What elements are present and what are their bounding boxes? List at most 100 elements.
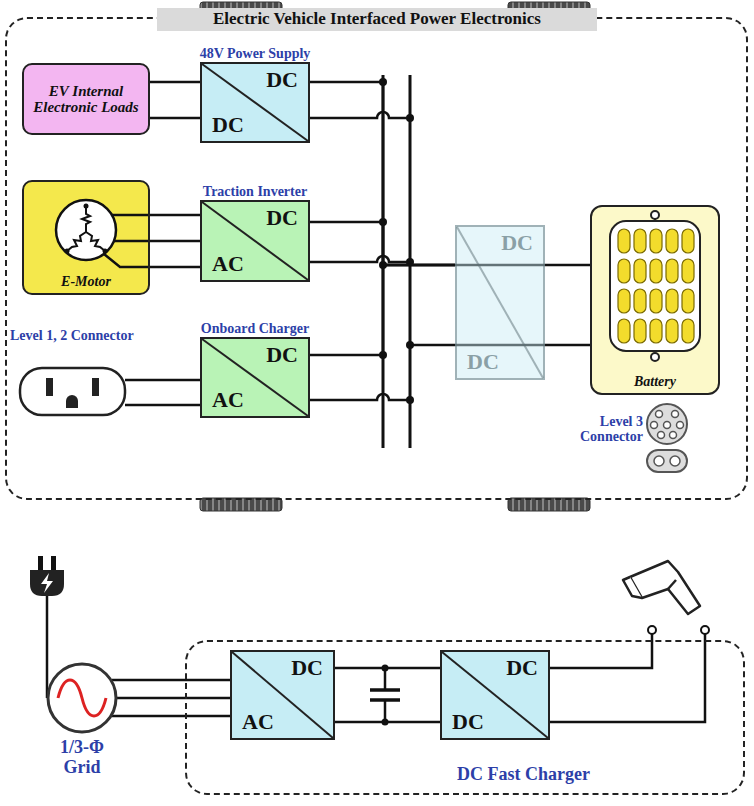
outlet-symbol [46, 378, 53, 396]
motor-box: E-Motor [22, 180, 150, 295]
block-label: Level 3 Connector [575, 414, 643, 445]
motor-symbol [86, 232, 105, 251]
plug-icon [51, 556, 56, 570]
block-label: Level 1, 2 Connector [10, 328, 134, 343]
power-wire [545, 264, 590, 267]
power-wire [310, 222, 455, 265]
converter-diagonal [442, 652, 548, 738]
battery-cells [634, 259, 646, 283]
junction-dot [406, 396, 414, 404]
battery-cells [666, 229, 678, 253]
block-label: DC Fast Charger [457, 765, 590, 785]
battery-cells [618, 289, 630, 313]
battery-cells [682, 229, 694, 253]
converter-box: DCDC [455, 225, 545, 380]
battery-cells [650, 259, 662, 283]
power-wire [178, 379, 200, 382]
battery-cells [682, 319, 694, 343]
converter-diagonal [202, 202, 308, 280]
connector-symbol [656, 411, 663, 418]
output-terminal [648, 626, 656, 634]
block-label: AC [212, 388, 244, 412]
motor-symbol [82, 206, 90, 232]
converter-box: DCAC [230, 650, 335, 740]
block-label: AC [212, 252, 244, 276]
connector-layer [117, 82, 590, 698]
wire [150, 266, 200, 269]
outlet-symbol [20, 368, 125, 415]
wire [310, 394, 410, 400]
block-label: DC [266, 206, 298, 230]
converter-box: 48V Power SupplyDCDC [200, 62, 310, 143]
battery-cells [650, 289, 662, 313]
motor-symbol [103, 249, 108, 254]
battery-cells [610, 221, 700, 351]
block-label: Battery [592, 374, 718, 389]
converter-diagonal [202, 339, 308, 416]
connector-symbol [664, 422, 671, 429]
connector-symbol [672, 411, 679, 418]
plug-icon [41, 573, 53, 593]
converter-box: Traction InverterDCAC [200, 200, 310, 282]
connector-symbol [670, 456, 680, 466]
connector-symbol [658, 432, 665, 439]
block-label: DC [266, 343, 298, 367]
output-terminal [701, 626, 709, 634]
outlet-symbol [92, 378, 99, 396]
block-heading: 48V Power Supply [200, 46, 311, 61]
wire [112, 715, 230, 718]
charging-gun-icon [630, 561, 700, 614]
battery-cells [618, 319, 630, 343]
battery-cells [618, 259, 630, 283]
connector-symbol [670, 432, 677, 439]
block-label: DC [212, 113, 244, 137]
wire [550, 634, 705, 722]
battery-cells [651, 353, 659, 361]
block-label: DC [266, 68, 298, 92]
battery-cells [682, 289, 694, 313]
charger-boundary: DC Fast Charger DCAC DC DC [185, 640, 745, 795]
converter-diagonal [457, 227, 543, 378]
plug-icon [30, 556, 64, 596]
battery-cells [634, 289, 646, 313]
block-heading: Traction Inverter [203, 184, 307, 199]
ac-source-symbol [58, 680, 106, 716]
plug-icon [38, 556, 43, 570]
battery-cells [618, 229, 630, 253]
wire [150, 117, 200, 120]
wire [125, 404, 200, 407]
battery-cells [666, 259, 678, 283]
connector-symbol [654, 456, 664, 466]
wire [125, 379, 178, 382]
load-box: EV Internal Electronic Loads [22, 63, 150, 135]
connector-symbol [677, 422, 684, 429]
charging-gun-icon [668, 580, 676, 589]
battery-cells [650, 319, 662, 343]
battery-cells [634, 229, 646, 253]
battery-pack: Battery [590, 205, 720, 395]
power-wire [310, 82, 455, 265]
junction-dot [406, 114, 414, 122]
tire [200, 2, 590, 511]
motor-symbol [65, 249, 70, 254]
wire [46, 592, 49, 698]
block-label: DC [506, 656, 538, 680]
output-terminal [648, 626, 709, 634]
wire [310, 112, 410, 118]
battery-cells [651, 211, 659, 219]
capacitor-symbol [384, 700, 387, 722]
block-label: EV Internal Electronic Loads [30, 83, 142, 116]
block-label: DC [452, 710, 484, 734]
block-label: DC [501, 231, 533, 255]
power-wire [310, 265, 455, 355]
battery-cells [682, 259, 694, 283]
power-wire [117, 697, 230, 700]
vehicle-boundary: Electric Vehicle Interfaced Power Electr… [5, 17, 748, 500]
connector-symbol [647, 404, 687, 444]
battery-cells [634, 319, 646, 343]
dc-bus [383, 75, 410, 448]
connector-symbol [651, 422, 658, 429]
wire [112, 679, 230, 682]
motor-symbol [67, 206, 105, 251]
battery-cells [666, 319, 678, 343]
